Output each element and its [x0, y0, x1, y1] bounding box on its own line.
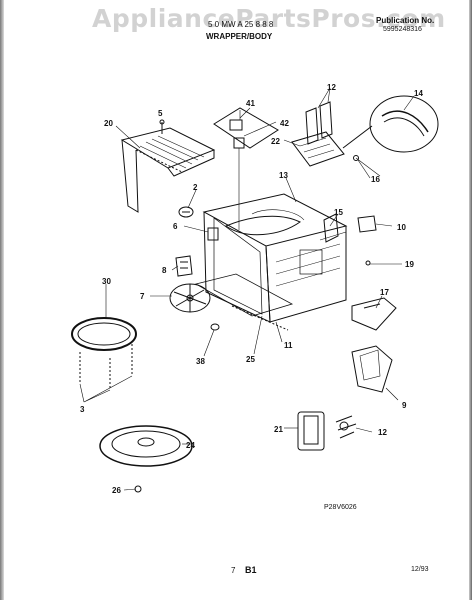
callout-14: 14 [414, 89, 423, 98]
foot-38 [210, 323, 220, 331]
fuse-clip [335, 415, 357, 439]
callout-16: 16 [371, 175, 380, 184]
model-number: 5 0 MW A 25 8 8 8 [208, 20, 274, 29]
callout-13: 13 [279, 171, 288, 180]
callout-12-top: 12 [327, 83, 336, 92]
callout-5: 5 [158, 109, 163, 118]
callout-21: 21 [274, 425, 283, 434]
base-plate [194, 273, 294, 331]
fan-blade [169, 283, 211, 313]
cabinet-body [202, 193, 348, 323]
switch-part-6 [207, 227, 219, 241]
callout-26: 26 [112, 486, 121, 495]
callout-24: 24 [186, 441, 195, 450]
callout-10: 10 [397, 223, 406, 232]
small-cover-part [357, 215, 377, 233]
publication-number: 5995248316 [383, 26, 422, 33]
glass-tray [99, 425, 193, 467]
callout-17: 17 [380, 288, 389, 297]
small-screw-part [353, 155, 381, 177]
bracket-17 [351, 297, 397, 331]
screw-part [159, 119, 165, 134]
right-scan-edge [469, 0, 472, 600]
callout-41: 41 [246, 99, 255, 108]
leader-lines [79, 87, 415, 491]
diagram-code: P28V6026 [324, 504, 357, 511]
callout-12-bottom: 12 [378, 428, 387, 437]
callout-25: 25 [246, 355, 255, 364]
callout-22: 22 [271, 137, 280, 146]
screw-19-part [365, 260, 371, 266]
callout-11: 11 [284, 341, 293, 350]
callout-38: 38 [196, 357, 205, 366]
callout-labels: 41 42 12 14 20 5 22 16 2 13 6 15 10 8 30… [80, 83, 423, 495]
callout-20: 20 [104, 119, 113, 128]
footer-sheet-code: B1 [245, 565, 257, 575]
footer-page-number: 7 [231, 566, 236, 575]
callout-9: 9 [402, 401, 407, 410]
wrapper-top-panel [120, 127, 216, 213]
callout-30: 30 [102, 277, 111, 286]
callout-19: 19 [405, 260, 414, 269]
callout-2: 2 [193, 183, 198, 192]
fuse-holder-assembly [213, 107, 279, 230]
thermal-protector [297, 411, 325, 451]
callout-3: 3 [80, 405, 85, 414]
footer-date: 12/93 [411, 566, 429, 573]
callout-8: 8 [162, 266, 167, 275]
support-posts [79, 344, 133, 390]
detail-oval [342, 95, 439, 153]
section-title: WRAPPER/BODY [206, 32, 273, 41]
watermark-text: AppliancePartsPros.com [92, 4, 446, 33]
lamp-part [178, 206, 194, 218]
publication-label: Publication No. [376, 16, 435, 25]
roller-ring [71, 317, 137, 351]
switch-assembly [175, 255, 193, 277]
callout-6: 6 [173, 222, 178, 231]
control-panel-part [291, 101, 345, 167]
callout-15: 15 [334, 208, 343, 217]
callout-7: 7 [140, 292, 145, 301]
left-scan-edge [0, 0, 4, 600]
side-bracket [323, 213, 339, 243]
air-duct [351, 345, 393, 393]
callout-42: 42 [280, 119, 289, 128]
